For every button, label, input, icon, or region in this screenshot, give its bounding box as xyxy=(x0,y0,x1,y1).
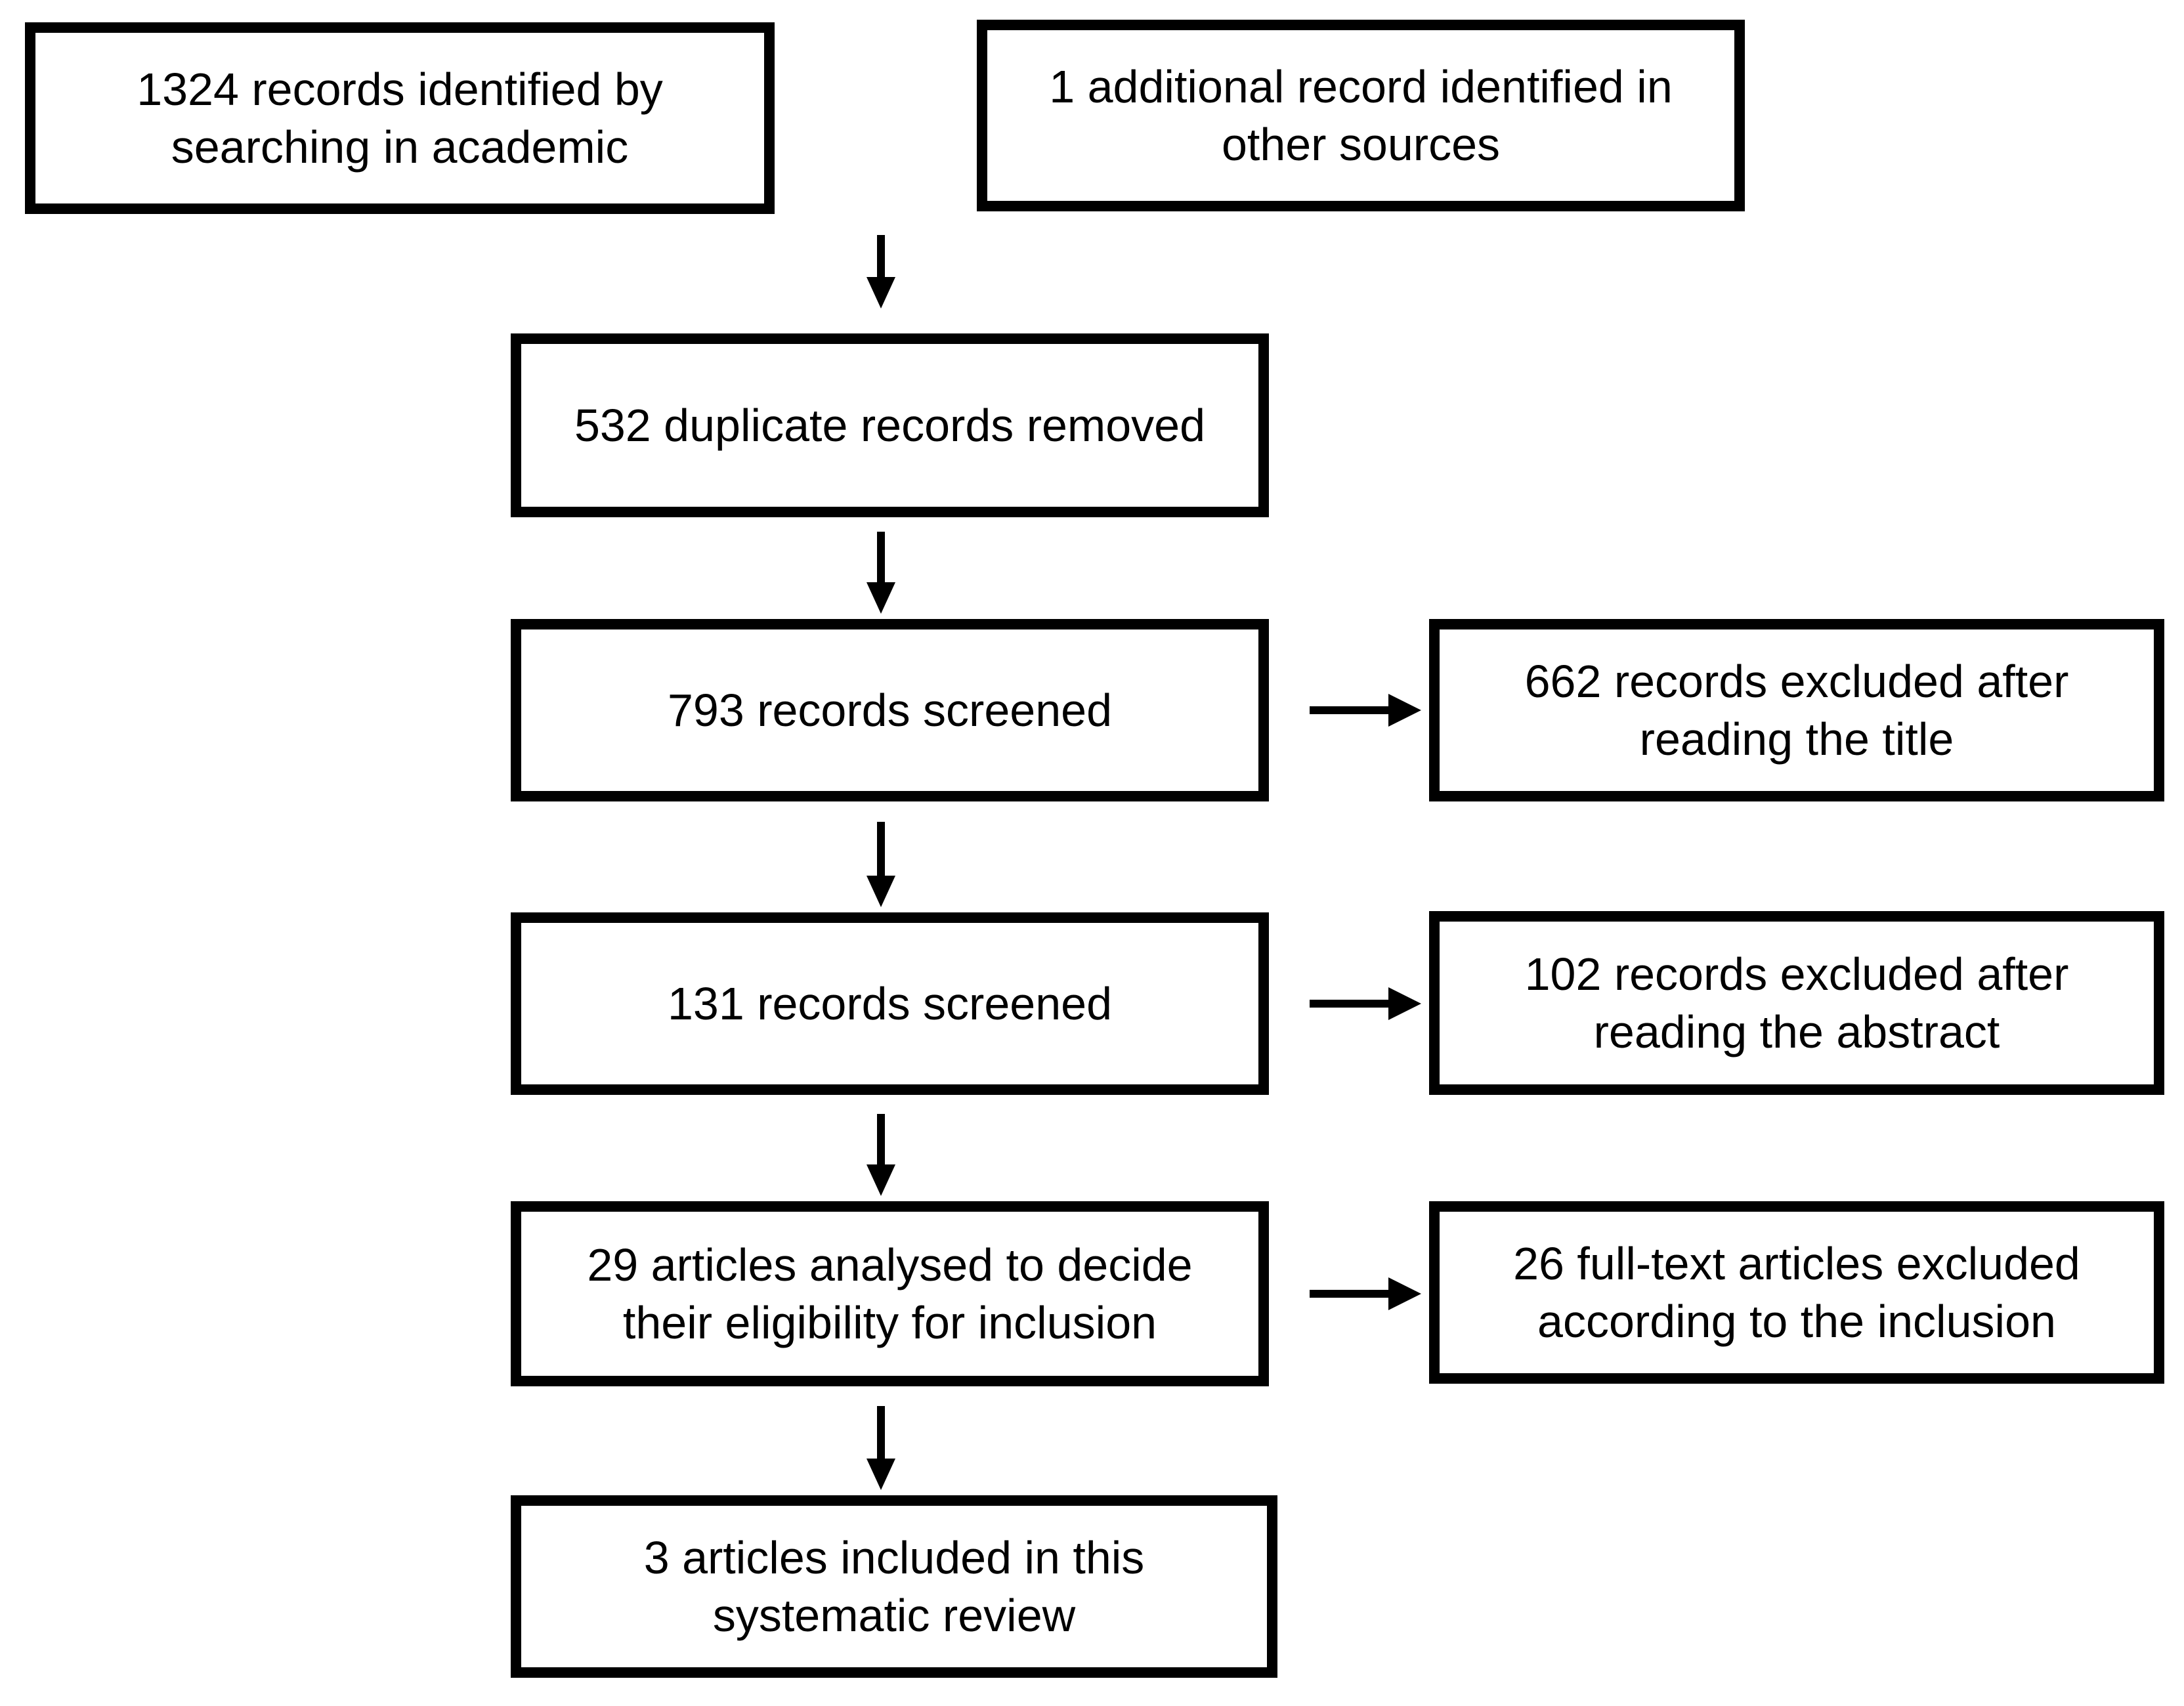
arrow-head xyxy=(1388,987,1421,1020)
arrow-stem xyxy=(877,822,885,876)
box-records-screened-abstract-label: 131 records screened xyxy=(667,978,1113,1029)
arrow-head xyxy=(867,876,895,907)
arrow-stem xyxy=(877,235,885,277)
box-excluded-fulltext: 26 full-text articles excluded according… xyxy=(1429,1201,2164,1384)
box-articles-eligibility-label: 29 articles analysed to decide their eli… xyxy=(587,1239,1193,1348)
box-records-identified-label: 1324 records identified by searching in … xyxy=(137,64,663,173)
arrow-head xyxy=(1388,694,1421,727)
arrow-stem xyxy=(1310,1290,1388,1298)
box-articles-included: 3 articles included in this systematic r… xyxy=(511,1495,1277,1678)
box-records-screened-abstract: 131 records screened xyxy=(511,912,1269,1095)
arrow-stem xyxy=(877,1406,885,1459)
box-excluded-fulltext-label: 26 full-text articles excluded according… xyxy=(1513,1238,2080,1347)
arrow-down-icon-4 xyxy=(867,1114,895,1196)
arrow-head xyxy=(867,277,895,309)
arrow-head xyxy=(867,1459,895,1490)
arrow-stem xyxy=(877,1114,885,1164)
arrow-stem xyxy=(877,532,885,582)
box-excluded-after-title-label: 662 records excluded after reading the t… xyxy=(1524,656,2069,765)
box-articles-eligibility: 29 articles analysed to decide their eli… xyxy=(511,1201,1269,1386)
box-duplicates-removed-label: 532 duplicate records removed xyxy=(574,400,1206,451)
box-additional-records-label: 1 additional record identified in other … xyxy=(1049,61,1673,170)
box-records-identified: 1324 records identified by searching in … xyxy=(25,22,775,214)
box-articles-included-label: 3 articles included in this systematic r… xyxy=(643,1532,1145,1641)
arrow-head xyxy=(1388,1277,1421,1310)
box-records-screened-title: 793 records screened xyxy=(511,619,1269,801)
arrow-stem xyxy=(1310,706,1388,714)
box-excluded-after-abstract-label: 102 records excluded after reading the a… xyxy=(1524,949,2069,1057)
arrow-stem xyxy=(1310,1000,1388,1008)
arrow-right-icon-2 xyxy=(1310,987,1421,1020)
box-excluded-after-title: 662 records excluded after reading the t… xyxy=(1429,619,2164,801)
arrow-right-icon-3 xyxy=(1310,1277,1421,1310)
box-additional-records: 1 additional record identified in other … xyxy=(977,20,1745,211)
box-duplicates-removed: 532 duplicate records removed xyxy=(511,333,1269,517)
arrow-down-icon-3 xyxy=(867,822,895,907)
arrow-down-icon-5 xyxy=(867,1406,895,1490)
arrow-down-icon-1 xyxy=(867,235,895,309)
arrow-head xyxy=(867,1164,895,1196)
arrow-head xyxy=(867,582,895,614)
box-excluded-after-abstract: 102 records excluded after reading the a… xyxy=(1429,911,2164,1095)
box-records-screened-title-label: 793 records screened xyxy=(667,685,1113,736)
arrow-down-icon-2 xyxy=(867,532,895,614)
arrow-right-icon-1 xyxy=(1310,694,1421,727)
